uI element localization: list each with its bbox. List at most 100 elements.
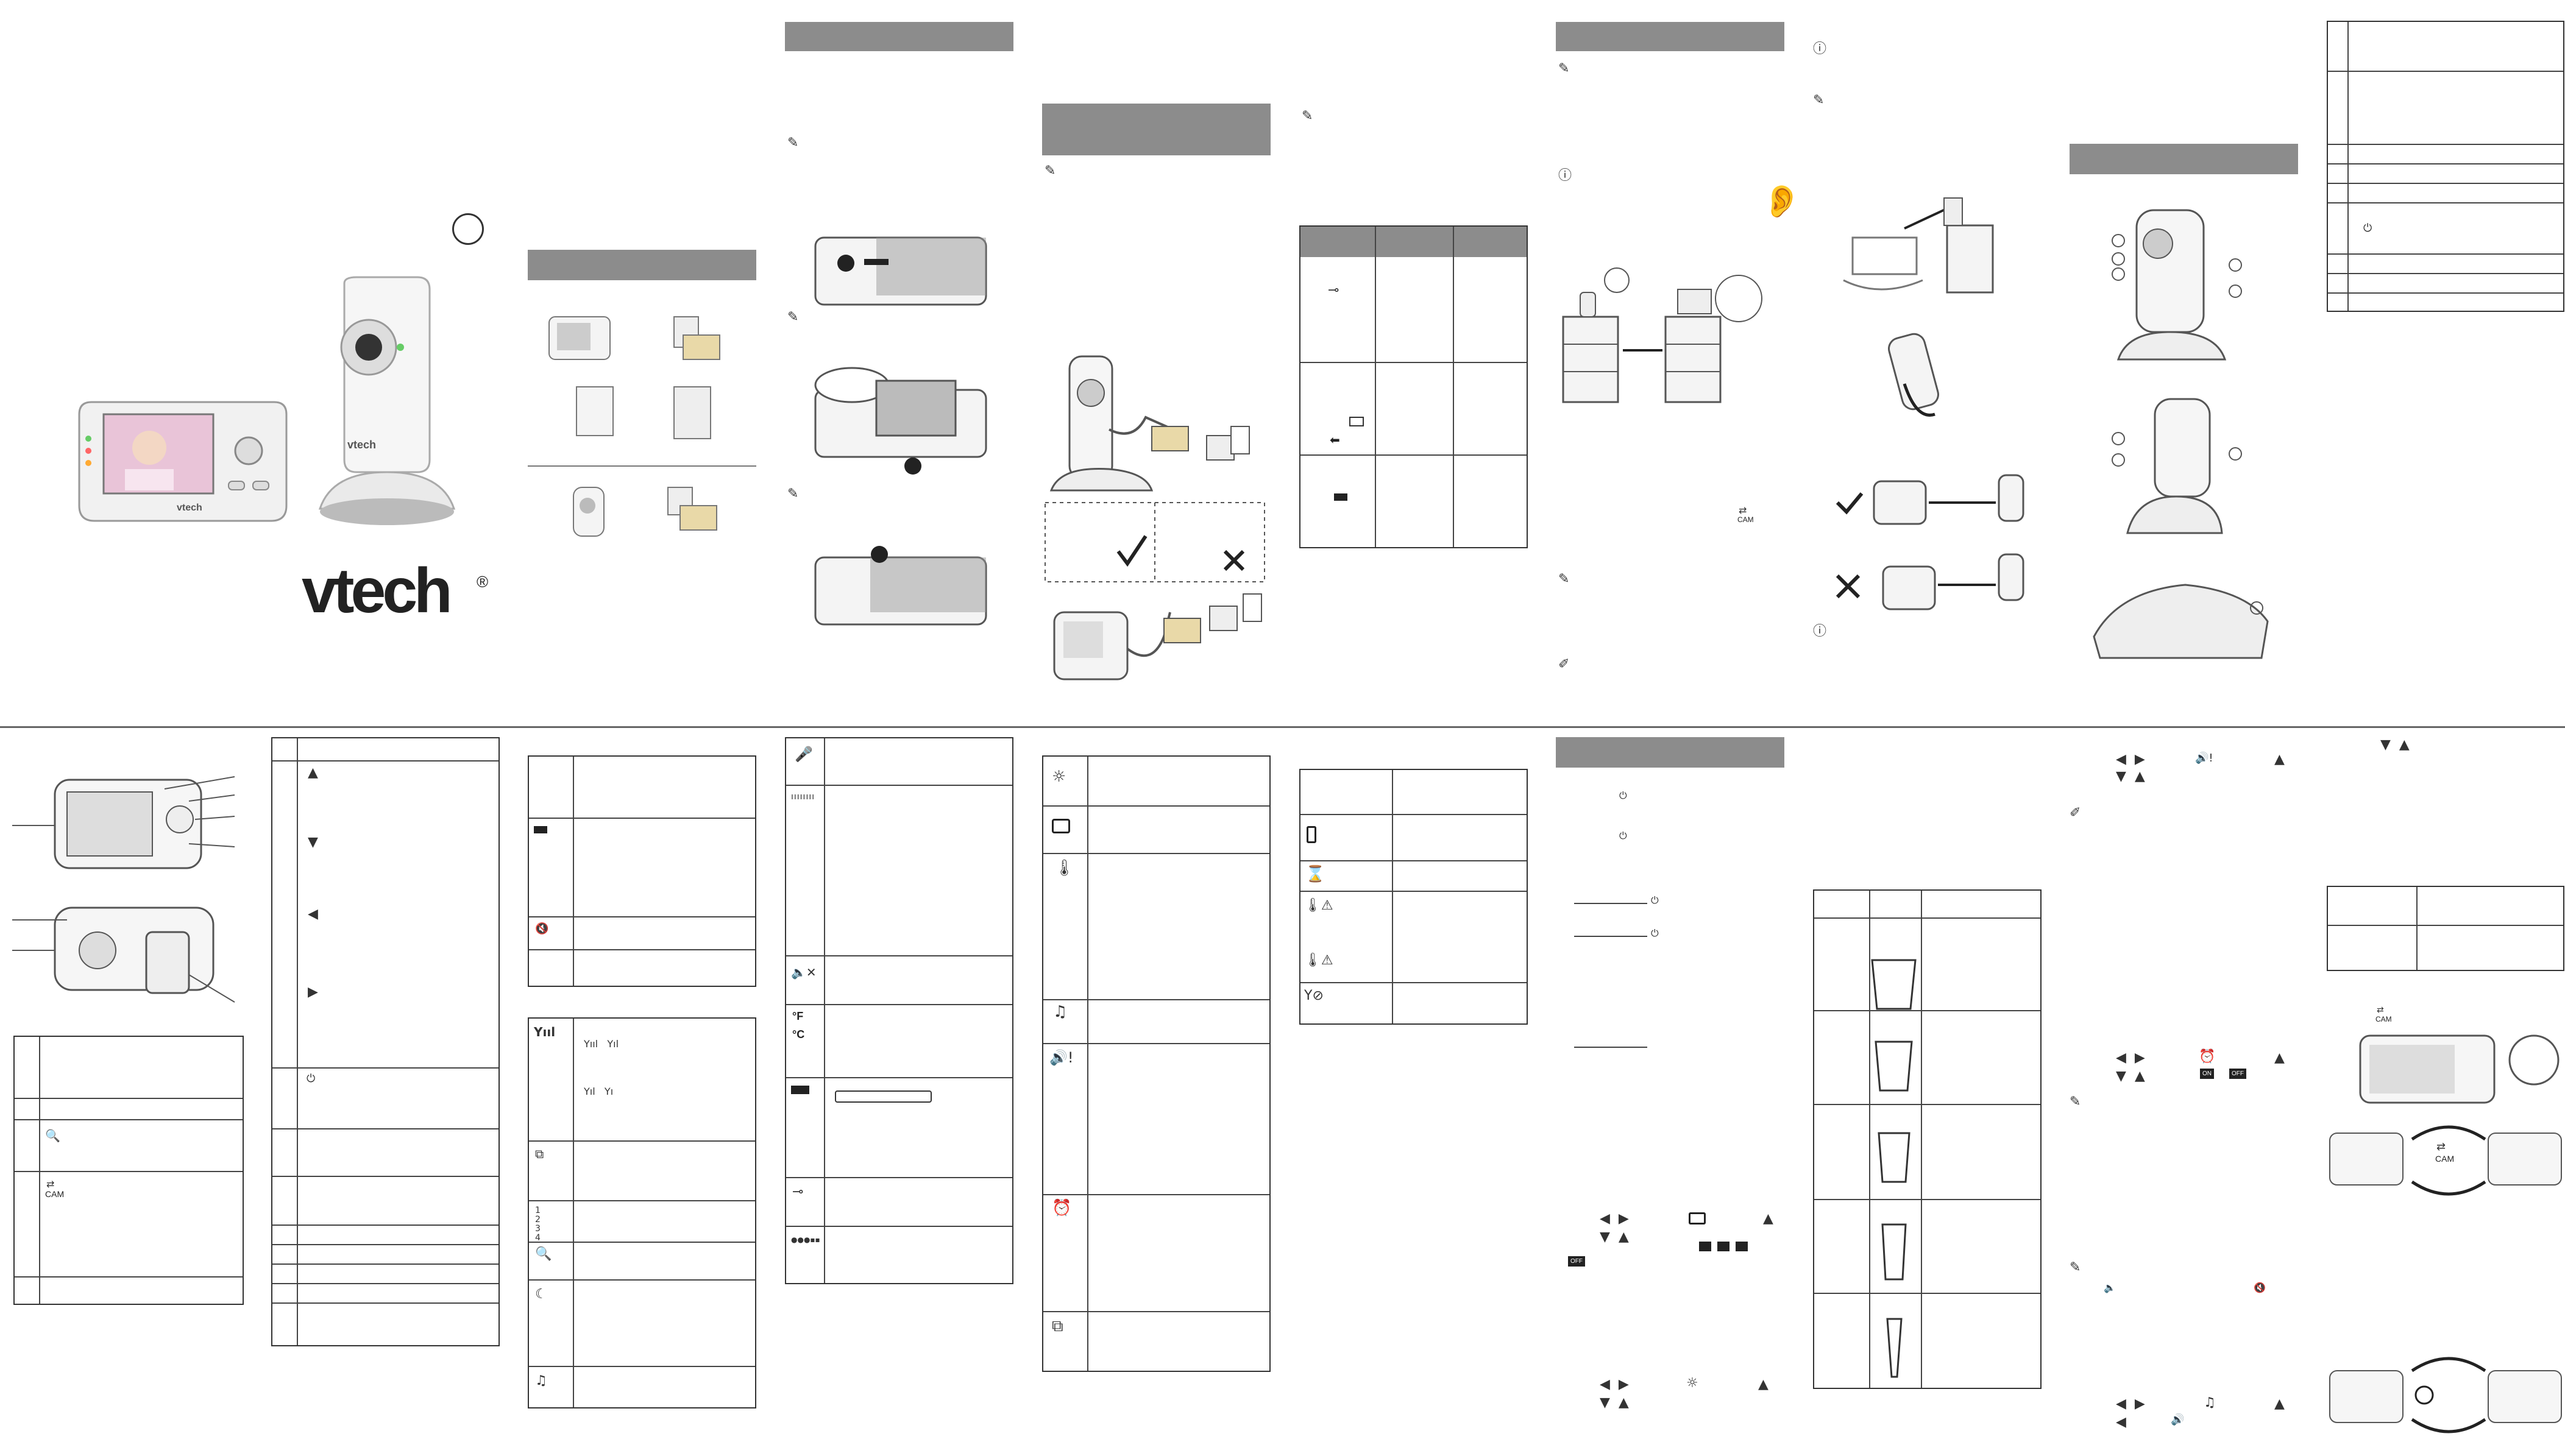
up-arrow-2: ▲ bbox=[1758, 1377, 1769, 1392]
up-arrow-icon: ▲ bbox=[308, 765, 318, 780]
camera-overview-panel bbox=[2070, 0, 2298, 725]
battery-install-header bbox=[785, 22, 1013, 51]
temp-warning-high-icon: 🌡⚠ bbox=[1304, 898, 1333, 913]
alarm-step-icon: ⏰ bbox=[2199, 1049, 2216, 1064]
cam-switch-label: CAM bbox=[2375, 1015, 2392, 1023]
power-indicator-table: ⊸ ⬅ bbox=[1299, 225, 1528, 548]
info-icon-1: ⓘ bbox=[1558, 168, 1572, 183]
cover-panel: vtech vtech vtech ® bbox=[0, 0, 512, 725]
nav-arrows-9: ◀ ▶ bbox=[2116, 1396, 2145, 1412]
registered-mark: ® bbox=[477, 573, 489, 591]
nav-keys-table: ▲ ▼ ◀ ▶ ⏻ bbox=[271, 737, 500, 1346]
screen-icons-table: 🔇 bbox=[528, 755, 756, 987]
signal-level-icon: Yııl Yıl bbox=[584, 1038, 619, 1050]
spec-table-top: ⏻ bbox=[2327, 21, 2564, 312]
brightness-levels bbox=[1699, 1242, 1748, 1254]
display-icons-panel-1: 🔇 Yııl Yııl Yıl Yıl Yı ⧉ 1 2 3 4 🔍 ☾ ♫ bbox=[528, 755, 756, 1413]
multi-view-icon: ⧉ bbox=[1052, 1317, 1063, 1335]
cam-cycle-label: CAM bbox=[2435, 1154, 2455, 1164]
level-table bbox=[1813, 889, 2042, 1389]
power-icon: ⏻ bbox=[2363, 222, 2372, 235]
note-icon-6: ✎ bbox=[1558, 61, 1570, 76]
thermometer-icon: 🌡 bbox=[1054, 859, 1075, 877]
info-icon-2: ⓘ bbox=[1813, 41, 1827, 57]
note-icon-2: ✎ bbox=[787, 309, 799, 325]
box-contents-panel bbox=[528, 0, 756, 725]
info-icon-3: ⓘ bbox=[1813, 624, 1827, 639]
music-note-icon: ♫ bbox=[1053, 1003, 1068, 1021]
camera-dots-icon: ●●●▪▪ bbox=[791, 1235, 820, 1244]
nav-arrows-8: ▼ ▲ bbox=[2116, 1069, 2145, 1084]
pin-icon-1: ✐ bbox=[1558, 657, 1570, 672]
on-badge: ON bbox=[2200, 1069, 2214, 1079]
battery-arrow-icon: ⬅ bbox=[1330, 434, 1340, 447]
multi-camera-icon: ⧉ bbox=[535, 1147, 544, 1161]
signal-low-icon: Yıl Yı bbox=[584, 1086, 614, 1097]
camera-2-label: 2 bbox=[535, 1215, 541, 1225]
note-icon-10: ✎ bbox=[2070, 1260, 2081, 1275]
zoom-display-icon: 🔍 bbox=[535, 1246, 552, 1262]
cam-key-label: CAM bbox=[45, 1189, 65, 1199]
battery-low-icon bbox=[1349, 417, 1364, 426]
brightness-icon: ☼ bbox=[1052, 768, 1066, 786]
up-arrow-3: ▲ bbox=[2274, 752, 2285, 767]
note-icon-4: ✎ bbox=[1045, 163, 1056, 178]
setup-panel: ⓘ ✎ ⓘ bbox=[1813, 0, 2042, 725]
nav-arrows-10: ◀ bbox=[2116, 1415, 2135, 1430]
vibration-alert-icon: 🔊! bbox=[1049, 1049, 1074, 1066]
display-icons-table-2: 🎤 ıııııııı 🔈✕ °F °C ⊸ ●●●▪▪ bbox=[785, 737, 1013, 1284]
operation-panel: ⏻ ⏻ ⏻ ⏻ ◀ ▶ ▲ ▼ ▲ OFF ◀ ▶ ☼ ▲ ▼ ▲ bbox=[1556, 737, 1784, 1438]
power-table-header bbox=[1300, 227, 1527, 257]
underline-2 bbox=[1574, 936, 1647, 937]
lullaby-icon: ♫ bbox=[535, 1373, 547, 1388]
status-table: ⌛ 🌡⚠ 🌡⚠ Y⊘ bbox=[1299, 769, 1528, 1025]
up-arrow-1: ▲ bbox=[1763, 1211, 1773, 1226]
cam-swap-icon: ⇄ bbox=[1739, 504, 1747, 516]
temp-celsius-icon: °C bbox=[792, 1028, 805, 1041]
nav-arrows-4: ▼ ▲ bbox=[1600, 1395, 1629, 1410]
mute-step-icon: 🔇 bbox=[2254, 1282, 2266, 1293]
camera-1-label: 1 bbox=[535, 1206, 541, 1215]
night-light-icon: ☾ bbox=[535, 1287, 547, 1302]
note-icon-9: ✎ bbox=[2070, 1094, 2081, 1109]
corner-circle bbox=[452, 213, 484, 245]
ear-icon: 👂 bbox=[1762, 183, 1801, 220]
camera-number-list: 1 2 3 4 bbox=[535, 1206, 541, 1243]
battery-charging-icon bbox=[791, 1086, 809, 1094]
note-icon-7: ✎ bbox=[1558, 571, 1570, 587]
off-badge-1: OFF bbox=[1568, 1256, 1585, 1267]
connect-power-header bbox=[1042, 104, 1271, 155]
status-battery-icon bbox=[1307, 826, 1316, 843]
volume-step-icon: 🔊 bbox=[2171, 1413, 2185, 1426]
cam-swap-label: CAM bbox=[1737, 515, 1754, 524]
hourglass-icon: ⌛ bbox=[1305, 865, 1325, 883]
power-step-icon-4: ⏻ bbox=[1651, 927, 1659, 939]
connect-power-panel: ✎ bbox=[1042, 0, 1271, 725]
cam-cycle-icon: ⇄ bbox=[2436, 1140, 2446, 1153]
camera-overview-header bbox=[2070, 144, 2298, 174]
note-icon-8: ✎ bbox=[1813, 93, 1825, 108]
power-step-icon-1: ⏻ bbox=[1619, 790, 1627, 801]
parent-unit-brand: vtech bbox=[177, 503, 202, 513]
volume-level-icon: ıııııııı bbox=[791, 792, 815, 802]
alarm-icon: ⏰ bbox=[1052, 1199, 1072, 1217]
power-step-icon-3: ⏻ bbox=[1651, 894, 1659, 906]
battery-status-icon bbox=[534, 826, 547, 833]
up-arrow-4: ▲ bbox=[2274, 1050, 2285, 1065]
signal-icons-table: Yııl Yııl Yıl Yıl Yı ⧉ 1 2 3 4 🔍 ☾ ♫ bbox=[528, 1017, 756, 1408]
cam-switch-icon: ⇄ bbox=[2377, 1005, 2384, 1015]
down-arrow-icon: ▼ bbox=[308, 835, 318, 850]
parent-unit-illustration: vtech bbox=[67, 390, 299, 530]
battery-full-icon bbox=[1334, 493, 1347, 501]
microphone-icon: 🎤 bbox=[795, 746, 813, 763]
placement-panel: ✎ ⓘ 👂 ⇄ CAM ✎ ✐ bbox=[1556, 0, 1801, 725]
level-chart-panel bbox=[1813, 889, 2042, 1389]
out-of-range-icon: Y⊘ bbox=[1304, 988, 1324, 1003]
battery-install-panel: ✎ ✎ ✎ bbox=[785, 0, 1013, 725]
nav-arrows-6: ▼ ▲ bbox=[2116, 769, 2145, 784]
nav-arrows-11: ▼ ▲ bbox=[2380, 737, 2410, 752]
speaker-step-icon: 🔈 bbox=[2104, 1282, 2116, 1293]
pin-icon-2: ✐ bbox=[2070, 805, 2081, 821]
screen-icon bbox=[1052, 819, 1070, 833]
note-icon-5: ✎ bbox=[1302, 108, 1313, 124]
